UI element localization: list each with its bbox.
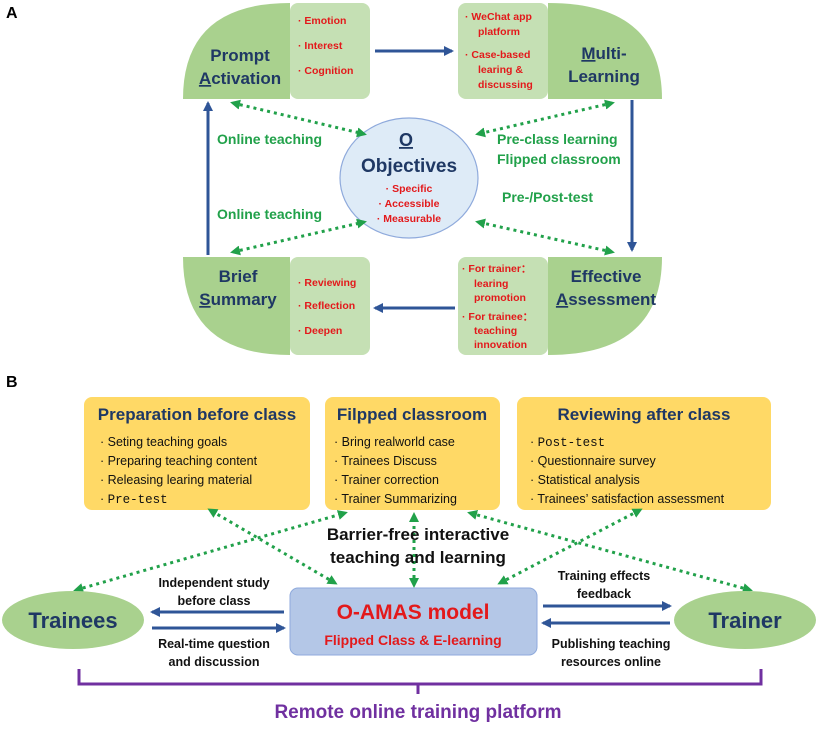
dotted-arrow-prompt-objectives [230, 99, 367, 138]
box-reviewing-title: Reviewing after class [558, 405, 731, 424]
effective-item-4: · For trainee： [462, 311, 533, 323]
effective-item-2: learing [474, 278, 508, 290]
brief-item-deepen: · Deepen [298, 325, 342, 337]
label-flipped-classroom: Flipped classroom [497, 151, 621, 167]
label-online-teaching-1: Online teaching [217, 131, 322, 147]
objectives-item-measurable: · Measurable [377, 213, 441, 225]
box-flipped-item: · Trainees Discuss [334, 454, 437, 468]
panel-b-label: B [6, 374, 18, 391]
objectives-ellipse: O Objectives · Specific · Accessible · M… [339, 117, 479, 239]
effective-item-5: teaching [474, 325, 517, 337]
brief-line2: Summary [199, 290, 277, 309]
label-pre-post-test: Pre-/Post-test [502, 189, 593, 205]
box-flipped-title: Filpped classroom [337, 405, 487, 424]
label-publishing-resources-1: Publishing teaching [552, 637, 671, 651]
box-flipped-item: · Bring realworld case [334, 435, 455, 449]
panel-a-label: A [6, 5, 18, 22]
box-reviewing-item: · Questionnaire survey [530, 454, 657, 468]
label-publishing-resources-2: resources online [561, 655, 661, 669]
brief-line1: Brief [219, 267, 258, 286]
platform-label: Remote online training platform [274, 702, 561, 723]
box-reviewing-item: · Trainees’ satisfaction assessment [530, 492, 725, 506]
objectives-letter: O [399, 130, 413, 150]
box-preparation-item: · Releasing learing material [100, 473, 252, 487]
label-preclass-learning: Pre-class learning [497, 131, 618, 147]
dotted-arrow-brief-objectives [230, 218, 367, 256]
prompt-item-interest: · Interest [298, 40, 343, 52]
prompt-line2: Activation [199, 69, 281, 88]
multi-learning-quadrant: Multi- Learning · WeChat app platform · … [458, 3, 662, 99]
multi-line2: Learning [568, 67, 640, 86]
prompt-item-emotion: · Emotion [298, 15, 346, 27]
label-independent-study-1: Independent study [158, 576, 269, 590]
dotted-arrow-model-preparation [207, 508, 338, 585]
multi-item-5: discussing [478, 79, 533, 91]
label-training-effects-2: feedback [577, 587, 631, 601]
oamas-model-title: O-AMAS model [337, 601, 490, 624]
label-online-teaching-2: Online teaching [217, 206, 322, 222]
objectives-title: Objectives [361, 156, 457, 177]
effective-item-6: innovation [474, 339, 527, 351]
brief-item-reflection: · Reflection [298, 300, 355, 312]
box-preparation-item: · Pre-test [100, 492, 168, 507]
barrier-free-line1: Barrier-free interactive [327, 525, 509, 544]
box-flipped-item: · Trainer Summarizing [334, 492, 457, 506]
box-reviewing-item: · Statistical analysis [530, 473, 640, 487]
label-training-effects-1: Training effects [558, 569, 650, 583]
trainees-node: Trainees [2, 591, 144, 649]
box-preparation-item: · Preparing teaching content [100, 454, 258, 468]
oamas-model-box: O-AMAS model Flipped Class & E-learning [289, 587, 538, 656]
objectives-item-specific: · Specific [386, 183, 433, 195]
prompt-activation-quadrant: Prompt Activation · Emotion · Interest ·… [183, 3, 370, 99]
label-realtime-question-2: and discussion [169, 655, 260, 669]
dotted-arrow-multi-objectives [475, 99, 615, 138]
box-preparation-before-class: Preparation before class · Seting teachi… [84, 397, 310, 510]
effective-line1: Effective [571, 267, 642, 286]
objectives-item-accessible: · Accessible [379, 198, 440, 210]
box-flipped-classroom: Filpped classroom · Bring realworld case… [325, 397, 500, 510]
multi-item-2: platform [478, 26, 520, 38]
barrier-free-line2: teaching and learning [330, 548, 506, 567]
label-independent-study-2: before class [178, 594, 251, 608]
box-reviewing-item: · Post-test [530, 435, 605, 450]
label-realtime-question-1: Real-time question [158, 637, 270, 651]
dotted-arrow-effective-objectives [475, 218, 615, 256]
multi-item-3: · Case-based [465, 49, 530, 61]
box-reviewing-after-class: Reviewing after class · Post-test · Ques… [517, 397, 771, 510]
trainer-node: Trainer [674, 591, 816, 649]
platform-bracket [77, 669, 763, 686]
effective-assessment-quadrant: Effective Assessment · For trainer： lear… [458, 257, 662, 355]
effective-line2: Assessment [556, 290, 657, 309]
brief-summary-quadrant: Brief Summary · Reviewing · Reflection ·… [183, 257, 370, 355]
box-preparation-title: Preparation before class [98, 405, 296, 424]
effective-item-3: promotion [474, 292, 526, 304]
brief-item-reviewing: · Reviewing [298, 277, 356, 289]
effective-item-1: · For trainer： [462, 263, 531, 275]
multi-item-4: learing & [478, 64, 523, 76]
multi-line1: Multi- [581, 44, 626, 63]
multi-item-1: · WeChat app [465, 11, 532, 23]
box-preparation-item: · Seting teaching goals [100, 435, 227, 449]
trainees-label: Trainees [28, 608, 117, 633]
trainer-label: Trainer [708, 608, 782, 633]
prompt-item-cognition: · Cognition [298, 65, 353, 77]
prompt-line1: Prompt [210, 46, 270, 65]
oamas-model-subtitle: Flipped Class & E-learning [324, 632, 501, 648]
box-flipped-item: · Trainer correction [334, 473, 439, 487]
